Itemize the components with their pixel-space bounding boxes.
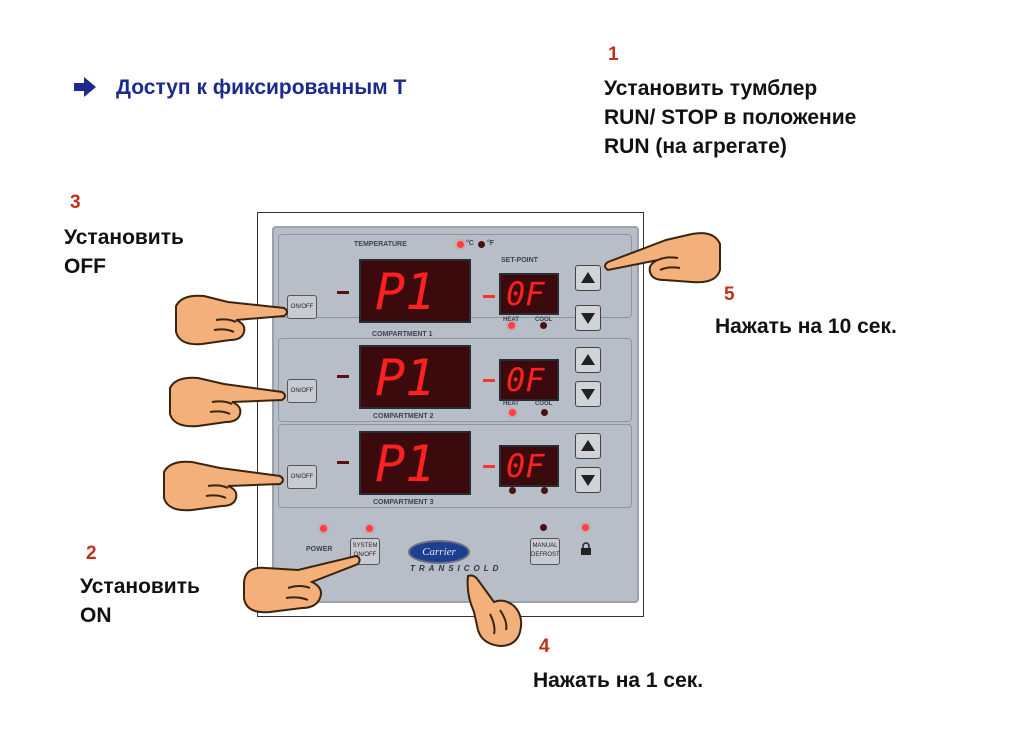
- page-title: Доступ к фиксированным Т: [116, 76, 407, 99]
- step-5-text: Нажать на 10 сек.: [715, 315, 897, 338]
- manual-defrost-button[interactable]: MANUAL DEFROST: [530, 538, 560, 565]
- control-panel: TEMPERATURE °C °F SET-POINT ON/OFF P1 0F…: [272, 226, 639, 603]
- heat-led-3: [509, 487, 516, 494]
- cool-led-1: [540, 322, 547, 329]
- heat-label: HEAT: [503, 401, 519, 407]
- celsius-label: °C: [466, 240, 474, 247]
- system-led: [366, 525, 373, 532]
- minus-indicator: [337, 375, 349, 378]
- compartment-1-label: COMPARTMENT 1: [372, 331, 433, 338]
- cool-led-3: [541, 487, 548, 494]
- setpoint-down-button[interactable]: [575, 381, 601, 407]
- minus-indicator: [337, 291, 349, 294]
- step-3-number: 3: [70, 192, 81, 213]
- triangle-up-icon: [581, 272, 595, 283]
- setpoint-up-button[interactable]: [575, 433, 601, 459]
- heat-led-1: [508, 322, 515, 329]
- compartment-3-setpoint-display: 0F: [499, 445, 559, 487]
- hand-pointer-icon: [175, 294, 288, 346]
- step-4-number: 4: [539, 636, 550, 657]
- triangle-down-icon: [581, 475, 595, 486]
- fahrenheit-label: °F: [487, 240, 495, 247]
- hand-pointer-icon: [466, 574, 523, 648]
- transicold-logo: TRANSICOLD: [410, 564, 503, 573]
- step-5-number: 5: [724, 284, 735, 305]
- setpoint-minus: [483, 379, 495, 382]
- compartment-3-onoff-button[interactable]: ON/OFF: [287, 465, 317, 489]
- lock-icon: [581, 542, 591, 555]
- compartment-1-display: P1: [359, 259, 471, 323]
- compartment-3: ON/OFF P1 0F COMPARTMENT 3: [278, 424, 632, 508]
- step-4-text: Нажать на 1 сек.: [533, 669, 704, 692]
- triangle-up-icon: [581, 440, 595, 451]
- hand-pointer-icon: [163, 460, 284, 512]
- step-2-number: 2: [86, 543, 97, 564]
- step-1-number: 1: [608, 44, 619, 65]
- compartment-2-onoff-button[interactable]: ON/OFF: [287, 379, 317, 403]
- cool-label: COOL: [535, 401, 553, 407]
- compartment-1-onoff-button[interactable]: ON/OFF: [287, 295, 317, 319]
- minus-indicator: [337, 461, 349, 464]
- setpoint-down-button[interactable]: [575, 305, 601, 331]
- carrier-logo: Carrier: [408, 540, 470, 564]
- setpoint-minus: [483, 295, 495, 298]
- defrost-led: [540, 524, 547, 531]
- lock-led: [582, 524, 589, 531]
- setpoint-up-button[interactable]: [575, 347, 601, 373]
- hand-pointer-icon: [169, 376, 286, 428]
- heat-led-2: [509, 409, 516, 416]
- heat-label: HEAT: [503, 317, 519, 323]
- setpoint-minus: [483, 465, 495, 468]
- hand-pointer-icon: [243, 554, 361, 614]
- setpoint-up-button[interactable]: [575, 265, 601, 291]
- compartment-2-label: COMPARTMENT 2: [373, 413, 434, 420]
- compartment-2: ON/OFF P1 0F HEAT COOL COMPARTMENT 2: [278, 338, 632, 422]
- compartment-1-setpoint-display: 0F: [499, 273, 559, 315]
- arrow-right-icon: [74, 77, 96, 97]
- power-led: [320, 525, 327, 532]
- triangle-up-icon: [581, 354, 595, 365]
- triangle-down-icon: [581, 389, 595, 400]
- triangle-down-icon: [581, 313, 595, 324]
- cool-led-2: [541, 409, 548, 416]
- compartment-2-setpoint-display: 0F: [499, 359, 559, 401]
- cool-label: COOL: [535, 317, 553, 323]
- celsius-led: [457, 241, 464, 248]
- compartment-1: SET-POINT ON/OFF P1 0F HEAT COOL: [278, 234, 632, 331]
- fahrenheit-led: [478, 241, 485, 248]
- hand-pointer-icon: [604, 232, 721, 284]
- temperature-label: TEMPERATURE: [354, 241, 407, 248]
- compartment-3-display: P1: [359, 431, 471, 495]
- setpoint-down-button[interactable]: [575, 467, 601, 493]
- compartment-3-label: COMPARTMENT 3: [373, 499, 434, 506]
- compartment-2-display: P1: [359, 345, 471, 409]
- setpoint-label: SET-POINT: [501, 257, 538, 264]
- power-label: POWER: [306, 546, 333, 553]
